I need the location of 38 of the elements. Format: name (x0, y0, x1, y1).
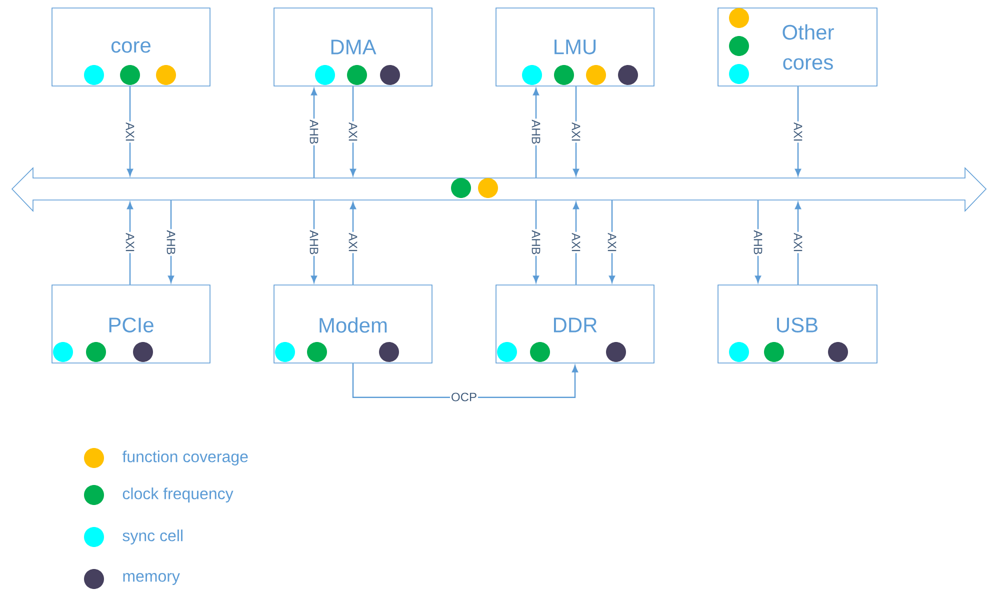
edge-label: AXI (124, 232, 136, 254)
arrow (572, 86, 580, 176)
component-box: DMA (274, 8, 432, 86)
arrow (572, 202, 580, 285)
component-box: PCIe (52, 284, 210, 364)
arrow (794, 86, 802, 176)
edge-label: AXI (792, 121, 804, 143)
edge-label: AXI (606, 232, 618, 254)
component-box: LMU (496, 8, 654, 86)
component-box: Other cores (718, 8, 878, 86)
edge-label: AHB (752, 229, 764, 256)
edge-label: AXI (570, 232, 582, 254)
legend-label: memory (123, 573, 180, 585)
edge-label: OCP (450, 392, 478, 402)
arrow (350, 86, 356, 176)
edge-label: AXI (348, 121, 358, 143)
edge-label: AHB (166, 229, 176, 256)
component-box: core (52, 8, 210, 86)
arrow (794, 202, 802, 285)
arrow (126, 86, 134, 176)
edge-label: AXI (124, 121, 136, 143)
arrow (350, 202, 356, 285)
arrow (608, 200, 616, 283)
edge-label: AHB (308, 229, 320, 256)
edge-label: AHB (530, 118, 542, 146)
legend-label: clock frequency (122, 488, 234, 502)
component-box: DDR (496, 284, 654, 364)
connector-arrow (352, 363, 578, 398)
edge-label: AHB (308, 118, 320, 146)
legend-label: function coverage (122, 450, 248, 466)
edge-label: AHB (530, 229, 542, 256)
edge-label: AXI (792, 232, 804, 254)
component-box: Modem (274, 284, 432, 364)
edge-label: AXI (570, 121, 582, 143)
legend-label: sync cell (122, 530, 182, 544)
arrow (126, 202, 134, 285)
edge-label: AXI (348, 232, 358, 254)
component-box: USB (718, 284, 878, 364)
